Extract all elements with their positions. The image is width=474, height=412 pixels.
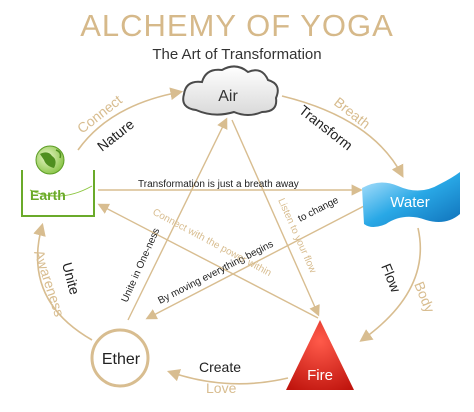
label-flow: Flow bbox=[378, 261, 404, 295]
wave-icon bbox=[362, 172, 460, 227]
globe-icon bbox=[29, 145, 93, 197]
label-body: Body bbox=[411, 279, 438, 315]
diagram-subtitle: The Art of Transformation bbox=[152, 46, 322, 63]
arrow-air-to-water bbox=[281, 95, 404, 178]
label-awareness: Awareness bbox=[31, 248, 68, 319]
fire-label: Fire bbox=[307, 367, 333, 384]
earth-label: Earth bbox=[30, 187, 66, 203]
arrow-air-to-fire bbox=[231, 119, 320, 317]
fire-node: Fire bbox=[286, 320, 354, 390]
star-arrows bbox=[97, 117, 367, 321]
label-unite: Unite bbox=[59, 261, 83, 297]
arrow-water-to-fire bbox=[359, 227, 422, 342]
label-to-change: to change bbox=[296, 195, 341, 225]
star-labels: Transformation is just a breath away By … bbox=[120, 179, 341, 307]
ether-label: Ether bbox=[102, 351, 141, 368]
arrow-fire-to-earth bbox=[97, 203, 319, 319]
cloud-icon bbox=[182, 65, 279, 116]
diagram-title: ALCHEMY OF YOGA bbox=[80, 8, 394, 43]
water-label: Water bbox=[390, 194, 429, 211]
label-love: Love bbox=[206, 380, 237, 396]
label-create: Create bbox=[199, 359, 241, 375]
label-transformation-breath: Transformation is just a breath away bbox=[138, 179, 299, 190]
arrow-ether-to-air bbox=[127, 117, 228, 321]
triangle-icon bbox=[286, 320, 354, 390]
air-label: Air bbox=[218, 88, 238, 105]
ring-icon bbox=[90, 328, 150, 388]
earth-node: Earth bbox=[21, 145, 95, 217]
arrow-ether-to-earth bbox=[33, 222, 93, 341]
ether-node: Ether bbox=[90, 328, 150, 388]
air-node: Air bbox=[182, 65, 279, 116]
water-node: Water bbox=[362, 172, 460, 227]
outer-cycle-arrows bbox=[33, 87, 422, 385]
arrow-water-to-ether bbox=[145, 204, 367, 320]
arrow-fire-to-ether bbox=[166, 369, 289, 385]
arrow-earth-to-air bbox=[77, 87, 184, 151]
